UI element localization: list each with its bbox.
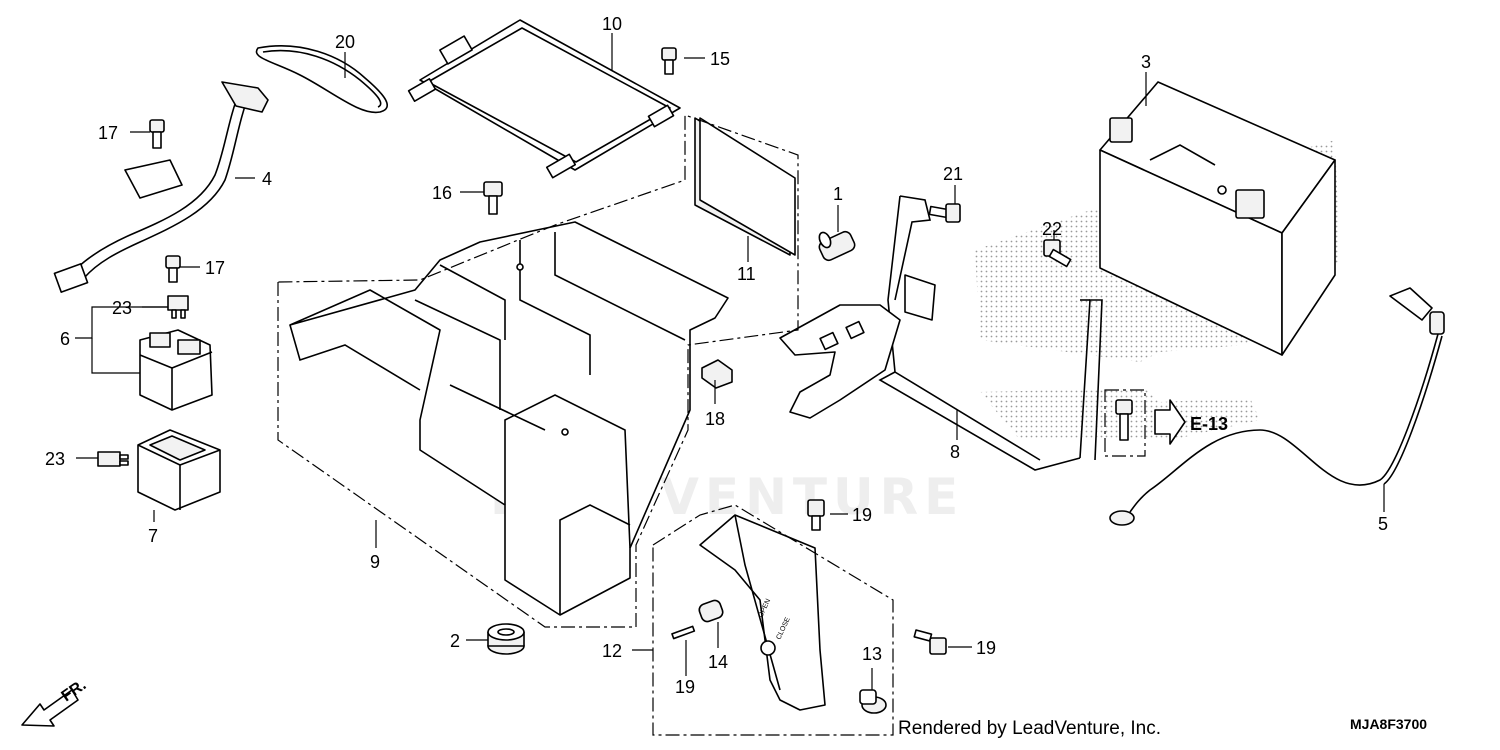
callout-12: 12 <box>602 641 622 661</box>
callout-20: 20 <box>335 32 355 52</box>
callout-18: 18 <box>705 409 725 429</box>
callout-23-lower: 23 <box>45 449 65 469</box>
part-17-bolt-upper <box>149 119 165 149</box>
callout-13: 13 <box>862 644 882 664</box>
front-direction-arrow-icon <box>21 689 79 727</box>
part-23-fuse-upper <box>167 295 189 319</box>
callout-labels: 20 10 15 3 17 4 16 1 21 22 17 11 23 6 18… <box>45 14 1388 697</box>
callout-2: 2 <box>450 631 460 651</box>
part-2-grommet <box>487 623 525 655</box>
group-9-boundary <box>277 114 799 628</box>
callout-19-lower: 19 <box>976 638 996 658</box>
part-4-cable <box>53 81 269 293</box>
callout-17-upper: 17 <box>98 123 118 143</box>
callout-10: 10 <box>602 14 622 34</box>
part-19-bolt-lower <box>913 629 947 655</box>
reference-e13-label: E-13 <box>1190 414 1228 434</box>
callout-5: 5 <box>1378 514 1388 534</box>
part-20-band <box>255 45 388 114</box>
callout-6: 6 <box>60 329 70 349</box>
callout-9: 9 <box>370 552 380 572</box>
part-13-fastener <box>859 689 887 714</box>
leader-lines <box>75 33 1385 690</box>
part-22-bolt-lower <box>1043 239 1072 268</box>
part-14-collar <box>698 599 724 623</box>
callout-1: 1 <box>833 184 843 204</box>
callout-16: 16 <box>432 183 452 203</box>
part-17-bolt-lower <box>165 255 181 283</box>
part-23-fuse-lower <box>97 451 129 467</box>
part-3-battery <box>1099 81 1336 356</box>
part-11-pad <box>694 117 796 256</box>
render-credit: Rendered by LeadVenture, Inc. <box>898 718 1162 739</box>
callout-21: 19 <box>675 677 695 697</box>
callout-4: 4 <box>262 169 272 189</box>
callout-3: 3 <box>1141 52 1151 72</box>
callout-22-upper: 21 <box>943 164 963 184</box>
callout-19-upper: 19 <box>852 505 872 525</box>
part-18-clip <box>701 359 733 389</box>
part-7-relay-cover <box>137 429 221 511</box>
part-19-bolt-upper <box>807 499 825 531</box>
reference-e13-marker <box>1104 389 1186 457</box>
part-6-relay <box>139 329 213 411</box>
callout-8: 8 <box>950 442 960 462</box>
part-9-battery-box <box>289 221 729 616</box>
group-12-boundary <box>652 504 894 736</box>
part-22-bolt-upper <box>928 203 961 223</box>
callout-11: 11 <box>737 264 756 284</box>
diagram-code: MJA8F3700 <box>1350 716 1428 732</box>
callout-17-lower: 17 <box>205 258 225 278</box>
callout-22-lower: 22 <box>1042 219 1062 239</box>
part-1-collar <box>818 230 856 262</box>
part-21-pin <box>671 625 696 640</box>
part-10-cover <box>407 19 681 179</box>
part-5-cable <box>1109 287 1445 526</box>
part-16-bolt <box>483 181 503 215</box>
callout-7: 7 <box>148 526 158 546</box>
part-8-bracket <box>779 195 1103 471</box>
callout-14: 14 <box>708 652 728 672</box>
part-15-bolt <box>661 47 677 75</box>
callout-23-upper: 23 <box>112 298 132 318</box>
callout-15: 15 <box>710 49 730 69</box>
